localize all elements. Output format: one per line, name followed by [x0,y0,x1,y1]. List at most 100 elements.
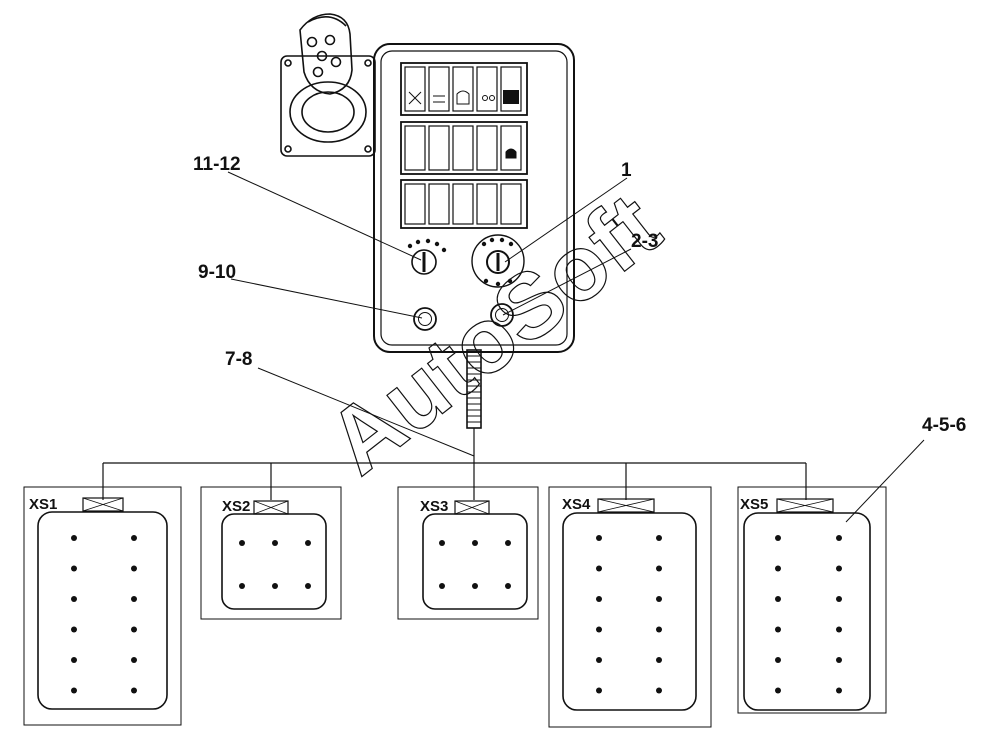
connector-pin [836,626,842,633]
joystick-button [324,34,336,46]
rocker-switch [476,125,498,171]
connector-pin [239,583,245,589]
callout-2-3: 2-3 [631,231,658,252]
callout-4-5-6: 4-5-6 [922,415,966,436]
connector-pin [775,687,781,694]
joystick-screw [364,145,372,153]
connector-pin [656,657,662,663]
switch-symbol-icon [456,90,470,105]
connector-pin [439,540,445,546]
connector-pin [836,596,842,602]
joystick-button [316,50,328,62]
switch-row-1 [400,62,528,116]
rocker-switch [428,125,450,171]
switch-symbol-icon [482,95,488,101]
pin-grid-xs2 [239,540,311,589]
rocker-switch [452,66,474,112]
connector-pin [71,565,77,572]
connector-xs2 [200,486,342,620]
pin-grid-xs5 [775,535,842,694]
control-panel [373,43,575,353]
switch-row-2 [400,121,528,175]
leader-lines [227,171,925,523]
joystick-screw [364,59,372,67]
connector-pin [505,540,511,546]
rocker-switch [500,125,522,171]
connector-pin [131,565,137,572]
panel-inner [380,50,568,346]
callout-7-8: 7-8 [225,349,252,370]
switch-symbol-icon [433,95,445,103]
joystick-button [312,66,324,78]
connector-pin [596,626,602,633]
switch-row-3 [400,179,528,229]
connector-pin [71,535,77,541]
joystick-boot [289,81,367,143]
rocker-switch [500,66,522,112]
joystick-button [306,36,318,48]
leader-line-7-8 [257,367,475,457]
joystick [280,13,376,157]
connector-pin [775,565,781,572]
leader-line-9-10 [230,278,423,319]
connector-pin [71,657,77,663]
connector-pin [131,626,137,633]
connector-pin [775,596,781,602]
connector-pin [131,535,137,541]
connector-label-xs4: XS4 [562,496,591,513]
cable-harness [102,349,807,500]
connector-pin [131,596,137,602]
lamp-symbol-icon [505,148,517,159]
pin-grid-xs3 [439,540,511,589]
connector-pin [656,626,662,633]
connector-pin [596,596,602,602]
connector-pin [472,540,478,546]
connector-pin [775,535,781,541]
connector-label-xs1: XS1 [29,496,57,513]
connector-pin [596,565,602,572]
rocker-switch [452,125,474,171]
connector-pin [775,657,781,663]
connector-pin [656,535,662,541]
connector-pin [272,540,278,546]
leader-line-11-12 [227,171,422,261]
connector-pin [472,583,478,589]
connector-pin [272,583,278,589]
joystick-screw [284,145,292,153]
switch-symbol-icon [408,91,422,105]
callout-9-10: 9-10 [198,262,236,283]
connector-pin [656,687,662,694]
rocker-switch [476,183,498,225]
connector-pin [836,535,842,541]
rotary-switch-small [407,238,447,275]
connector-pin [71,626,77,633]
watermark: AutoSoft [310,174,679,493]
connector-xs1 [23,486,182,726]
joystick-boot-inner [301,91,355,133]
connector-pin [836,687,842,694]
connector-pin [596,535,602,541]
connector-xs5 [737,486,887,714]
connector-pin [71,687,77,694]
connector-pin [131,657,137,663]
connector-pin [656,596,662,602]
connector-label-xs5: XS5 [740,496,768,513]
connector-pin [505,583,511,589]
connector-pin [775,626,781,633]
connector-pin [305,540,311,546]
leader-line-2-3 [502,248,632,316]
rotary-switch-large [471,234,525,288]
leader-line-1 [504,177,628,263]
connector-pin [836,565,842,572]
joystick-button [330,56,342,68]
rocker-switch [428,183,450,225]
connector-pin [596,657,602,663]
leader-line-4-5-6 [845,439,925,523]
callout-11-12: 11-12 [193,154,241,175]
joystick-base-plate [280,55,376,157]
pin-grid-xs4 [596,535,662,694]
rocker-switch [404,125,426,171]
connector-pin [131,687,137,694]
